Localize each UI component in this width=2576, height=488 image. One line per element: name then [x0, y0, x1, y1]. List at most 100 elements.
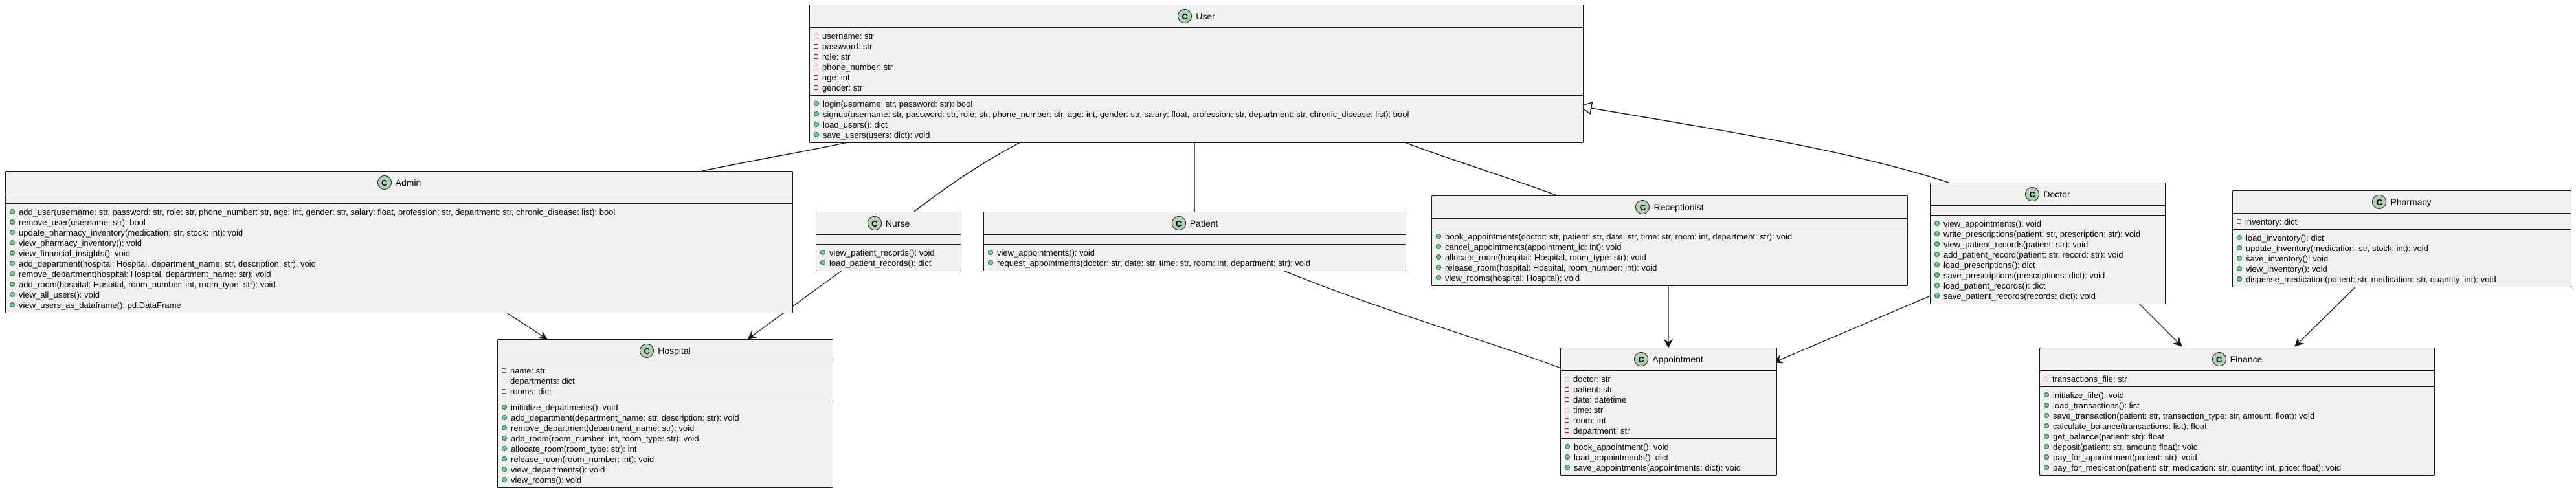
member-text: username: str: [822, 30, 874, 41]
private-visibility-icon: [2237, 219, 2241, 224]
member-text: release_room(room_number: int): void: [511, 454, 655, 464]
attribute-row: transactions_file: str: [2044, 373, 2430, 384]
attributes-section: inventory: dict: [2233, 214, 2571, 229]
member-text: view_appointments(): void: [1943, 218, 2042, 228]
member-text: add_department(department_name: str, des…: [511, 412, 739, 423]
public-visibility-icon: [814, 101, 819, 106]
public-visibility-icon: [1436, 234, 1441, 239]
private-visibility-icon: [1565, 376, 1569, 381]
private-visibility-icon: [1565, 397, 1569, 402]
public-visibility-icon: [10, 240, 15, 245]
member-text: load_patient_records(): dict: [829, 258, 932, 268]
public-visibility-icon: [10, 271, 15, 276]
public-visibility-icon: [1436, 244, 1441, 249]
method-row: view_appointments(): void: [1934, 218, 2161, 228]
private-visibility-icon: [814, 54, 818, 59]
public-visibility-icon: [502, 477, 507, 482]
method-row: view_rooms(): void: [502, 474, 829, 485]
class-stereotype-icon: C: [377, 175, 392, 190]
method-row: update_pharmacy_inventory(medication: st…: [10, 227, 789, 238]
method-row: view_users_as_dataframe(): pd.DataFrame: [10, 300, 789, 310]
attribute-row: rooms: dict: [502, 386, 829, 396]
public-visibility-icon: [2044, 392, 2049, 397]
public-visibility-icon: [814, 132, 819, 137]
method-row: view_all_users(): void: [10, 289, 789, 300]
method-row: view_rooms(hospital: Hospital): void: [1436, 272, 1903, 283]
class-name: Admin: [395, 177, 421, 188]
method-row: save_appointments(appointments: dict): v…: [1565, 462, 1773, 472]
method-row: login(username: str, password: str): boo…: [814, 98, 1579, 109]
member-text: view_users_as_dataframe(): pd.DataFrame: [19, 300, 181, 310]
public-visibility-icon: [10, 230, 15, 235]
member-text: pay_for_appointment(patient: str): void: [2053, 452, 2197, 462]
method-row: view_inventory(): void: [2237, 263, 2567, 274]
public-visibility-icon: [502, 436, 507, 441]
attributes-section: [1931, 206, 2165, 215]
member-text: room: int: [1573, 415, 1606, 425]
methods-section: add_user(username: str, password: str, r…: [6, 203, 792, 313]
method-row: save_patient_records(records: dict): voi…: [1934, 291, 2161, 301]
attribute-row: name: str: [502, 365, 829, 375]
method-row: pay_for_medication(patient: str, medicat…: [2044, 462, 2430, 472]
member-text: release_room(hospital: Hospital, room_nu…: [1445, 262, 1657, 272]
public-visibility-icon: [820, 250, 825, 255]
method-row: signup(username: str, password: str, rol…: [814, 109, 1579, 119]
member-text: time: str: [1573, 405, 1604, 415]
private-visibility-icon: [502, 378, 506, 383]
public-visibility-icon: [814, 111, 819, 116]
private-visibility-icon: [502, 388, 506, 394]
public-visibility-icon: [2044, 444, 2049, 449]
member-text: load_prescriptions(): dict: [1943, 260, 2035, 270]
method-row: add_user(username: str, password: str, r…: [10, 206, 789, 217]
member-text: save_transaction(patient: str, transacti…: [2053, 410, 2314, 421]
method-row: add_patient_record(patient: str, record:…: [1934, 249, 2161, 260]
member-text: save_inventory(): void: [2246, 253, 2329, 263]
member-text: write_prescriptions(patient: str, prescr…: [1943, 228, 2141, 239]
method-row: pay_for_appointment(patient: str): void: [2044, 452, 2430, 462]
public-visibility-icon: [502, 467, 507, 472]
private-visibility-icon: [814, 43, 818, 49]
private-visibility-icon: [1565, 407, 1569, 412]
class-name: Appointment: [1652, 354, 1703, 364]
member-text: department: str: [1573, 425, 1630, 436]
member-text: request_appointments(doctor: str, date: …: [997, 258, 1311, 268]
member-text: load_patient_records(): dict: [1943, 280, 2046, 291]
member-text: password: str: [822, 41, 873, 51]
private-visibility-icon: [2044, 376, 2048, 381]
member-text: phone_number: str: [822, 61, 893, 72]
public-visibility-icon: [1934, 231, 1940, 236]
method-row: initialize_departments(): void: [502, 402, 829, 412]
member-text: rooms: dict: [510, 386, 552, 396]
method-row: calculate_balance(transactions: list): f…: [2044, 421, 2430, 431]
attribute-row: age: int: [814, 72, 1579, 82]
public-visibility-icon: [2237, 256, 2242, 261]
method-row: deposit(patient: str, amount: float): vo…: [2044, 441, 2430, 452]
method-row: view_departments(): void: [502, 464, 829, 474]
member-text: add_room(hospital: Hospital, room_number…: [19, 279, 276, 289]
member-text: allocate_room(hospital: Hospital, room_t…: [1445, 252, 1646, 262]
member-text: load_inventory(): dict: [2246, 232, 2324, 243]
public-visibility-icon: [1565, 454, 1570, 460]
member-text: dispense_medication(patient: str, medica…: [2246, 274, 2496, 284]
attribute-row: gender: str: [814, 82, 1579, 93]
member-text: departments: dict: [510, 375, 575, 386]
method-row: update_inventory(medication: str, stock:…: [2237, 243, 2567, 253]
member-text: load_users(): dict: [823, 119, 888, 129]
public-visibility-icon: [502, 425, 507, 430]
public-visibility-icon: [1934, 283, 1940, 288]
attribute-row: role: str: [814, 51, 1579, 61]
class-stereotype-icon: C: [2212, 352, 2226, 366]
member-text: deposit(patient: str, amount: float): vo…: [2053, 441, 2199, 452]
method-row: release_room(room_number: int): void: [502, 454, 829, 464]
public-visibility-icon: [2044, 423, 2049, 428]
